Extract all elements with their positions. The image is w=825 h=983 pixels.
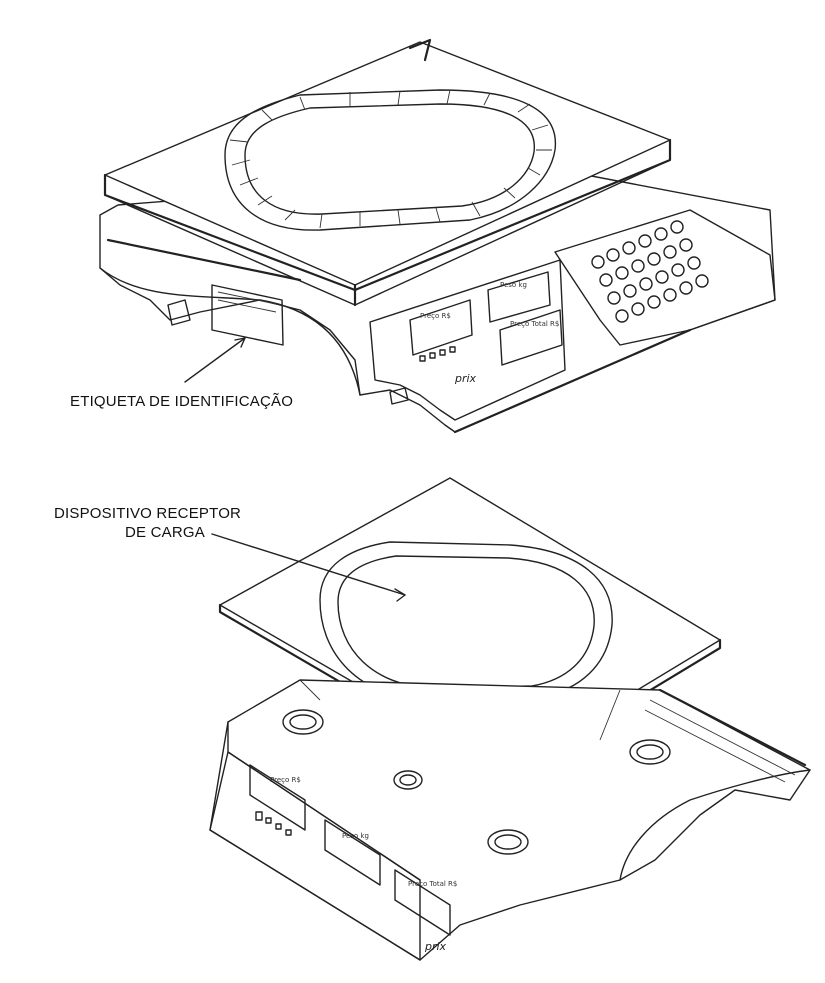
platter-recess-inner <box>244 103 535 215</box>
base-side-stripe <box>106 238 302 282</box>
exploded-weight-label: Peso kg <box>342 832 369 840</box>
scale-foot-right <box>389 387 409 405</box>
base-side-curve <box>99 267 361 396</box>
identification-tag <box>211 284 284 346</box>
keypad-area <box>554 209 776 346</box>
recess-hatching <box>229 89 552 229</box>
dispositivo-arrow <box>211 533 406 596</box>
brand-logo-top: prix <box>454 372 477 385</box>
scale-foot-left <box>167 299 191 326</box>
exploded-display-weight <box>324 819 381 886</box>
brand-logo-bottom: prix <box>424 940 447 953</box>
keypad-buttons <box>591 220 709 323</box>
etiqueta-identificacao-label: ETIQUETA DE IDENTIFICAÇÃO <box>70 393 294 410</box>
etiqueta-arrow <box>184 337 246 383</box>
exploded-display-total <box>394 869 451 936</box>
exploded-front-face <box>209 751 421 961</box>
dispositivo-receptor-label-line2: DE CARGA <box>125 524 205 541</box>
front-panel-bottom-edge <box>453 328 692 434</box>
exploded-indicator-lights <box>255 811 292 836</box>
display-total <box>499 309 563 366</box>
mounting-holes <box>282 709 671 855</box>
exploded-scale: Preço R$ Peso kg Preço Total R$ prix <box>209 477 811 961</box>
exploded-price-label: Preço R$ <box>270 776 301 784</box>
display-price-label: Preço R$ <box>420 312 451 320</box>
front-panel <box>369 259 566 421</box>
display-weight <box>487 271 551 323</box>
assembled-scale: Preço R$ Peso kg Preço Total R$ prix <box>99 38 776 434</box>
exploded-total-label: Preço Total R$ <box>408 880 457 888</box>
dispositivo-receptor-label-line1: DISPOSITIVO RECEPTOR <box>54 505 242 522</box>
platter-inner-outline-2 <box>337 555 595 689</box>
platter-recess <box>224 89 557 231</box>
display-price <box>409 299 473 356</box>
display-weight-label: Peso kg <box>500 281 527 289</box>
display-total-label: Preço Total R$ <box>510 320 559 328</box>
indicator-lights <box>419 346 456 362</box>
exploded-display-price <box>249 764 306 831</box>
